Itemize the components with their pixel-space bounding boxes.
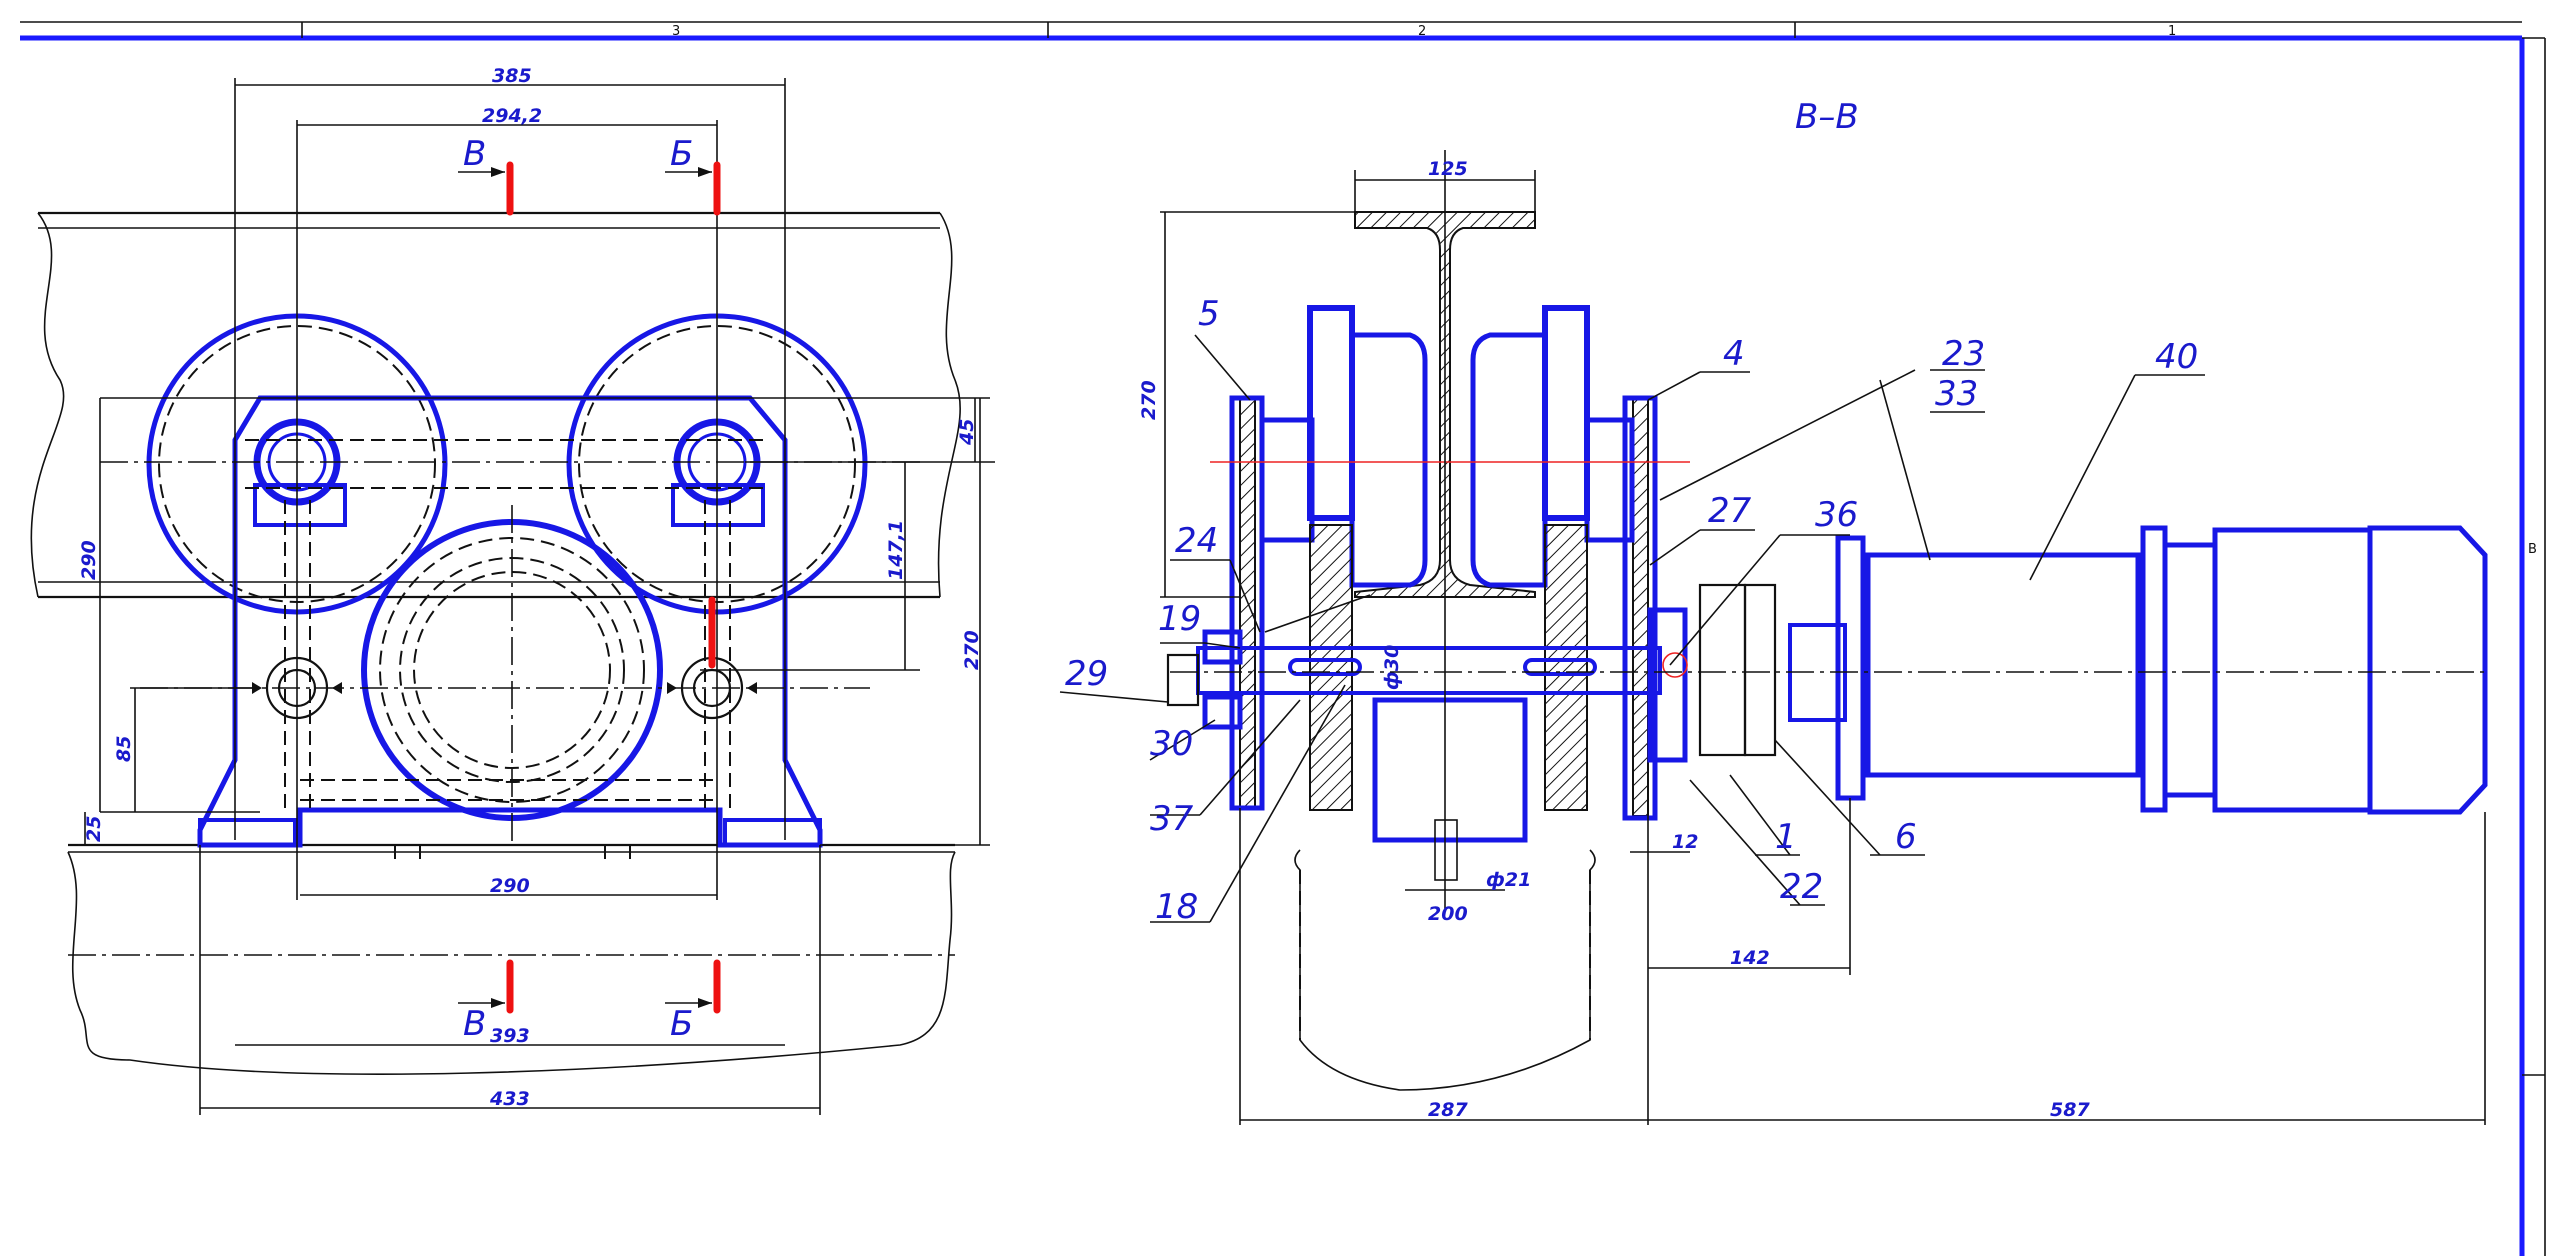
drawing-frame: 3 2 1 B <box>20 21 2546 1256</box>
cut-mark-v-top: В <box>463 134 486 174</box>
callout-18: 18 <box>1155 887 1198 927</box>
callout-leaders <box>1059 334 2205 923</box>
callout-33: 33 <box>1935 374 1978 414</box>
dim-right-full: 270 <box>961 630 983 670</box>
right-bolt-fitting <box>667 596 757 720</box>
callout-4: 4 <box>1723 334 1745 374</box>
callout-40: 40 <box>2155 337 2198 377</box>
edge-mark: B <box>2528 542 2537 557</box>
section-view: В–В <box>1059 97 2488 1125</box>
callout-5: 5 <box>1198 294 1220 334</box>
dim-top-inner: 294,2 <box>482 105 542 127</box>
dim-bolt-dia: ф21 <box>1486 869 1531 891</box>
section-center-lines <box>1170 150 2488 910</box>
dim-center-dist: 200 <box>1428 903 1468 925</box>
dim-gap: 12 <box>1672 831 1698 853</box>
upper-rail-beam <box>30 211 961 599</box>
cut-mark-v-bottom: В <box>463 1004 486 1044</box>
left-view: 385 294,2 45 147,1 270 290 85 25 290 393… <box>30 65 995 1115</box>
side-plate <box>197 395 823 848</box>
dim-bottom-outer: 433 <box>489 1088 530 1110</box>
zone-1: 1 <box>2168 24 2176 39</box>
dim-left-mid: 85 <box>113 736 135 762</box>
callout-1: 1 <box>1775 817 1797 857</box>
cut-mark-b-top: Б <box>670 134 693 174</box>
dim-bottom-left: 287 <box>1428 1099 1468 1121</box>
callout-23: 23 <box>1942 334 1985 374</box>
wheel-right-section <box>1470 305 1635 811</box>
dim-left-full: 290 <box>78 540 100 580</box>
dim-bottom-right: 587 <box>2050 1099 2090 1121</box>
left-view-dimension-lines <box>84 78 995 1115</box>
dim-left-low: 25 <box>83 816 105 842</box>
callout-24: 24 <box>1175 521 1218 561</box>
coupling <box>1647 535 1866 801</box>
dim-beam-width: 125 <box>1428 158 1468 180</box>
callout-36: 36 <box>1815 495 1858 535</box>
section-title: В–В <box>1795 97 1859 137</box>
dim-right-upper: 45 <box>956 419 978 446</box>
callout-27: 27 <box>1708 491 1752 531</box>
cut-mark-b-bottom: Б <box>670 1004 693 1044</box>
section-dimension-lines <box>1160 170 2486 1125</box>
callout-6: 6 <box>1895 817 1917 857</box>
wheel-left-section <box>1259 305 1428 811</box>
axle <box>1166 594 1662 730</box>
callout-19: 19 <box>1158 599 1201 639</box>
electric-motor <box>1865 525 2488 815</box>
callout-29: 29 <box>1065 654 1108 694</box>
zone-3: 3 <box>672 24 680 39</box>
dim-bottom-inner: 290 <box>490 875 530 897</box>
callout-30: 30 <box>1150 724 1193 764</box>
section-cut-marks <box>458 161 721 1014</box>
hidden-lines <box>245 439 770 865</box>
dim-right-mid: 147,1 <box>885 520 907 580</box>
callout-22: 22 <box>1780 867 1823 907</box>
callout-37: 37 <box>1150 799 1194 839</box>
lower-frame <box>1294 697 1596 1091</box>
dim-shaft-dia: ф30 <box>1381 645 1403 690</box>
dim-height-left: 270 <box>1138 380 1160 420</box>
dim-top-outer: 385 <box>492 65 532 87</box>
zone-2: 2 <box>1418 24 1426 39</box>
dim-bottom-mid: 393 <box>490 1025 530 1047</box>
dim-motor-offset: 142 <box>1730 947 1770 969</box>
